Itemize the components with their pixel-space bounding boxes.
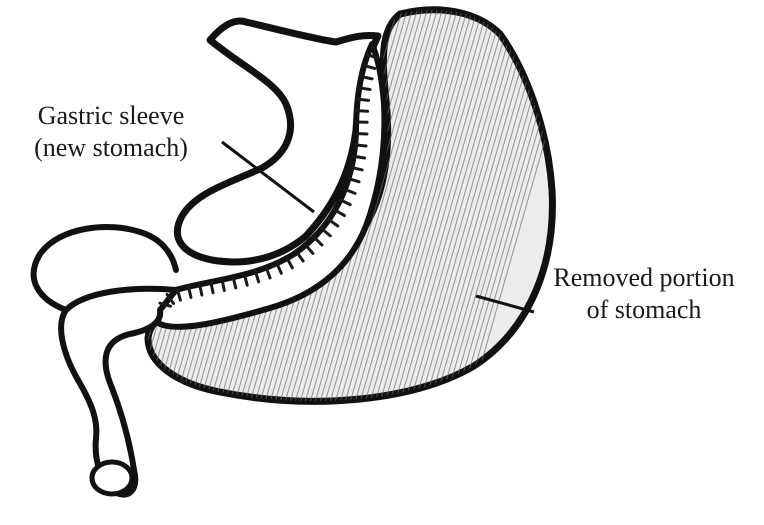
gastric-sleeve-label: Gastric sleeve (new stomach) — [6, 100, 216, 164]
removed-portion-label: Removed portion of stomach — [528, 262, 760, 326]
staple-tick — [354, 156, 365, 158]
staple-tick — [356, 133, 367, 134]
staple-tick — [211, 282, 213, 293]
gastric-sleeve-label-line2: (new stomach) — [6, 132, 216, 164]
removed-portion-label-line1: Removed portion — [528, 262, 760, 294]
staple-tick — [357, 111, 368, 112]
duodenum-opening — [92, 462, 132, 494]
staple-tick — [358, 99, 369, 100]
staple-tick — [355, 145, 366, 146]
removed-portion-label-line2: of stomach — [528, 294, 760, 326]
gastric-sleeve-label-line1: Gastric sleeve — [6, 100, 216, 132]
staple-tick — [359, 88, 370, 90]
